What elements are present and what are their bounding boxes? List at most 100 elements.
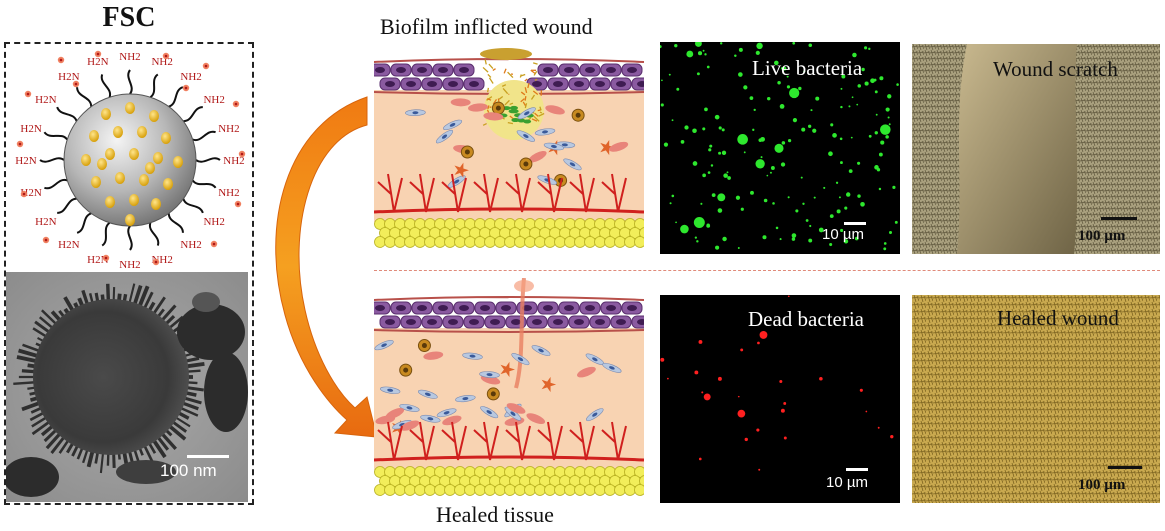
- fat-cell: [424, 236, 436, 248]
- dead-bacterium: [787, 295, 790, 298]
- healed-tissue-caption: Healed tissue: [436, 502, 554, 527]
- live-scale-label: 10 µm: [822, 226, 864, 243]
- live-bacterium: [766, 174, 769, 177]
- sparkle-icon: [202, 62, 210, 70]
- dead-bacterium: [783, 436, 787, 440]
- gold-dot: [139, 174, 149, 186]
- live-bacterium: [782, 66, 787, 71]
- dead-bacterium: [737, 395, 740, 398]
- live-bacterium: [888, 231, 893, 235]
- live-bacterium: [675, 221, 677, 224]
- live-bacterium: [885, 107, 890, 112]
- fibroblast-cell: [436, 408, 457, 418]
- fat-cell: [474, 484, 486, 496]
- fat-cell: [639, 475, 644, 487]
- dead-bacterium: [780, 408, 785, 413]
- fibroblast-cell: [374, 340, 394, 351]
- live-bacterium: [836, 209, 841, 214]
- live-bacterium: [876, 168, 881, 172]
- live-bacterium: [791, 233, 797, 238]
- live-bacterium: [880, 140, 885, 145]
- red-sparkle-markers: [16, 50, 246, 266]
- live-bacterium: [756, 42, 763, 50]
- fat-cell: [474, 236, 486, 248]
- gold-dot: [161, 132, 171, 144]
- live-bacterium: [718, 126, 722, 130]
- dead-bacteria-image: [660, 295, 900, 503]
- amine-label: NH2: [223, 155, 244, 167]
- live-bacterium: [694, 236, 697, 239]
- gold-dot: [137, 126, 147, 138]
- gold-dot: [115, 172, 125, 184]
- fibroblast-cell: [480, 406, 499, 419]
- gold-dot: [145, 162, 155, 174]
- fat-cell: [614, 484, 626, 496]
- live-bacterium: [772, 202, 775, 205]
- live-bacterium: [823, 186, 826, 189]
- dead-bacteria-dots: [660, 295, 894, 471]
- gold-dot: [101, 108, 111, 120]
- live-bacterium: [663, 142, 669, 147]
- fat-cell: [464, 236, 476, 248]
- live-bacterium: [753, 108, 756, 112]
- amine-label: NH2: [119, 51, 140, 63]
- live-bacterium: [711, 193, 716, 198]
- live-bacterium: [801, 127, 806, 132]
- live-bacterium: [894, 220, 898, 224]
- fat-cell: [584, 236, 596, 248]
- fibroblast-cell: [455, 394, 476, 403]
- live-bacterium: [840, 228, 844, 233]
- live-bacterium: [844, 206, 848, 210]
- fat-cell: [554, 236, 566, 248]
- gold-dot: [163, 178, 173, 190]
- amine-label: NH2: [203, 94, 224, 106]
- fat-cell: [524, 484, 536, 496]
- live-bacterium: [726, 171, 729, 174]
- live-bacterium: [803, 70, 806, 73]
- live-bacterium: [798, 86, 802, 91]
- live-bacterium: [848, 105, 851, 108]
- live-scale-bar: [844, 222, 866, 225]
- live-bacterium: [755, 159, 765, 169]
- live-bacterium: [850, 136, 853, 139]
- fat-cell: [504, 236, 516, 248]
- gold-dot: [129, 194, 139, 206]
- dead-bacterium: [819, 376, 823, 381]
- fibroblast-cell: [399, 403, 420, 412]
- red-blood-cell: [608, 141, 629, 152]
- live-bacterium: [861, 67, 865, 72]
- red-blood-cell: [577, 366, 596, 378]
- live-bacterium: [848, 169, 853, 174]
- fat-cell: [454, 484, 466, 496]
- live-bacterium: [660, 45, 662, 49]
- gold-dot: [125, 214, 135, 226]
- fat-cell: [634, 218, 644, 230]
- gold-dot: [97, 158, 107, 170]
- live-bacterium: [896, 83, 899, 86]
- live-bacterium: [839, 137, 843, 141]
- fat-cell: [634, 466, 644, 478]
- live-bacterium: [769, 171, 772, 174]
- fat-cell: [624, 484, 636, 496]
- live-bacterium: [787, 196, 790, 199]
- live-bacterium: [707, 171, 711, 174]
- fibroblast-cell: [516, 130, 536, 142]
- dead-bacterium: [759, 330, 768, 339]
- amine-label: H2N: [35, 94, 56, 106]
- fat-cell: [414, 484, 426, 496]
- fat-cell: [514, 236, 526, 248]
- live-bacterium: [792, 118, 798, 123]
- dead-bacterium: [701, 391, 704, 394]
- live-bacterium: [721, 150, 727, 156]
- red-blood-cell: [528, 150, 547, 163]
- fat-cell: [484, 236, 496, 248]
- amine-label: NH2: [119, 259, 140, 271]
- live-bacterium: [661, 79, 663, 82]
- fat-cell: [434, 484, 446, 496]
- live-bacterium: [852, 52, 857, 58]
- wound-scratch-image: [912, 44, 1160, 254]
- live-bacterium: [789, 87, 800, 99]
- fat-cell: [424, 484, 436, 496]
- live-bacterium: [777, 81, 781, 85]
